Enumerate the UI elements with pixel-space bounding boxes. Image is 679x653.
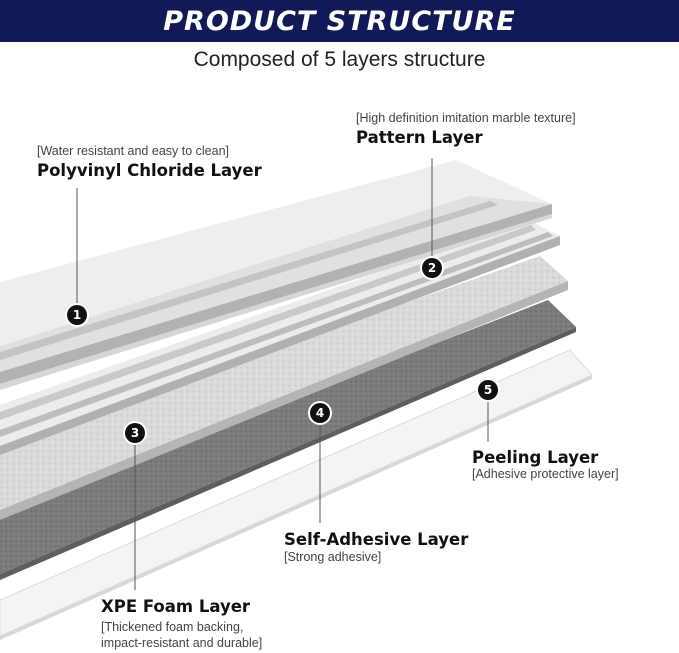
header-banner: PRODUCT STRUCTURE bbox=[0, 0, 679, 42]
self-adhesive-layer-sheet bbox=[0, 300, 576, 580]
layer-2-note: [High definition imitation marble textur… bbox=[356, 111, 576, 125]
layer-4-note: [Strong adhesive] bbox=[284, 550, 382, 564]
layer-3-note-line1: [Thickened foam backing, bbox=[101, 620, 244, 634]
layer-1-note: [Water resistant and easy to clean] bbox=[37, 144, 229, 158]
layer-4-title: Self-Adhesive Layer bbox=[284, 530, 469, 549]
layer-1-badge: 1 bbox=[67, 305, 87, 325]
layer-3-note-line2: impact-resistant and durable] bbox=[101, 636, 263, 650]
pvc-layer-sheet bbox=[0, 160, 552, 390]
pattern-layer-sheet bbox=[0, 220, 560, 455]
layer-5-badge: 5 bbox=[478, 380, 498, 400]
layer-2-badge: 2 bbox=[422, 258, 442, 278]
page-title: PRODUCT STRUCTURE bbox=[163, 5, 516, 37]
layer-3-title: XPE Foam Layer bbox=[101, 597, 251, 616]
layer-1-title: Polyvinyl Chloride Layer bbox=[37, 161, 262, 180]
peeling-layer-sheet bbox=[0, 349, 593, 640]
layer-2-title: Pattern Layer bbox=[356, 128, 483, 147]
layer-4-badge: 4 bbox=[310, 403, 330, 423]
layer-5-title: Peeling Layer bbox=[472, 448, 599, 467]
xpe-foam-layer-sheet bbox=[0, 256, 568, 520]
page-subtitle: Composed of 5 layers structure bbox=[193, 48, 486, 71]
layer-5-note: [Adhesive protective layer] bbox=[472, 467, 619, 481]
layer-3-badge: 3 bbox=[125, 423, 145, 443]
